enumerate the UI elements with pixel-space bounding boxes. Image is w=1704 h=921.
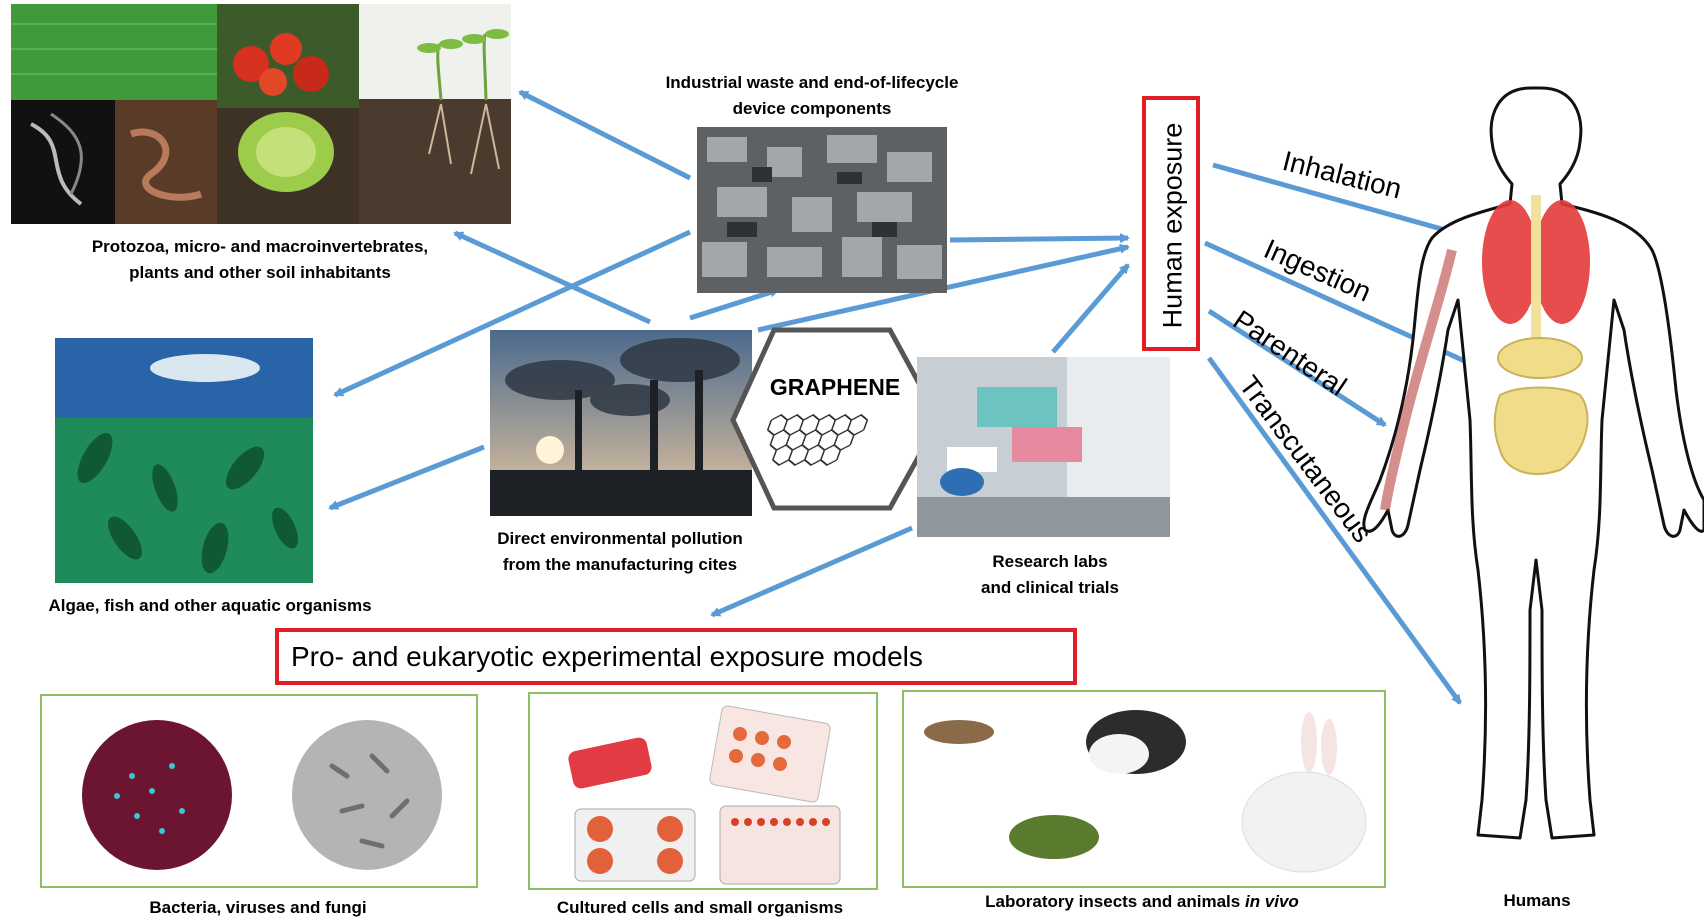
experimental-models-title: Pro- and eukaryotic experimental exposur…: [291, 641, 923, 672]
arrow-pollution-to-waste: [689, 287, 780, 321]
animals-panel: [902, 690, 1386, 888]
human-exposure-label: Human exposure: [1157, 122, 1188, 329]
arrow-research-to-human: [1051, 263, 1130, 354]
arrow-transcutaneous: [1206, 356, 1463, 705]
bacteria-panel: [40, 694, 478, 888]
human-exposure-box: Human exposure: [1142, 96, 1200, 351]
bacteria-caption: Bacteria, viruses and fungi: [149, 898, 367, 917]
humans-caption: Humans: [1503, 891, 1571, 910]
arrow-waste-to-soil: [518, 89, 692, 181]
animals-caption: Laboratory insects and animals in vivo: [985, 892, 1299, 911]
graphene-label: GRAPHENE: [769, 374, 901, 400]
soil-collage-image: [11, 4, 511, 224]
industrial-waste-image: [697, 127, 947, 293]
pollution-image: [490, 330, 752, 516]
arrow-waste-to-aquatic: [333, 229, 692, 398]
experimental-models-box: Pro- and eukaryotic experimental exposur…: [275, 628, 1077, 685]
arrow-pollution-to-aquatic: [328, 444, 485, 511]
in-vivo-label: in vivo: [1244, 892, 1299, 911]
research-lab-image: [917, 357, 1170, 537]
aquatic-caption: Algae, fish and other aquatic organisms: [48, 596, 372, 615]
aquatic-image: [55, 338, 313, 583]
soil-caption: Protozoa, micro- and macroinvertebrates,…: [91, 237, 429, 282]
arrow-research-to-models: [710, 525, 913, 618]
cells-panel: [528, 692, 878, 890]
arrow-waste-to-human: [949, 233, 1130, 244]
arrow-parenteral: [1207, 308, 1387, 428]
arrow-pollution-to-soil: [453, 230, 652, 325]
cells-caption: Cultured cells and small organisms: [556, 898, 844, 917]
